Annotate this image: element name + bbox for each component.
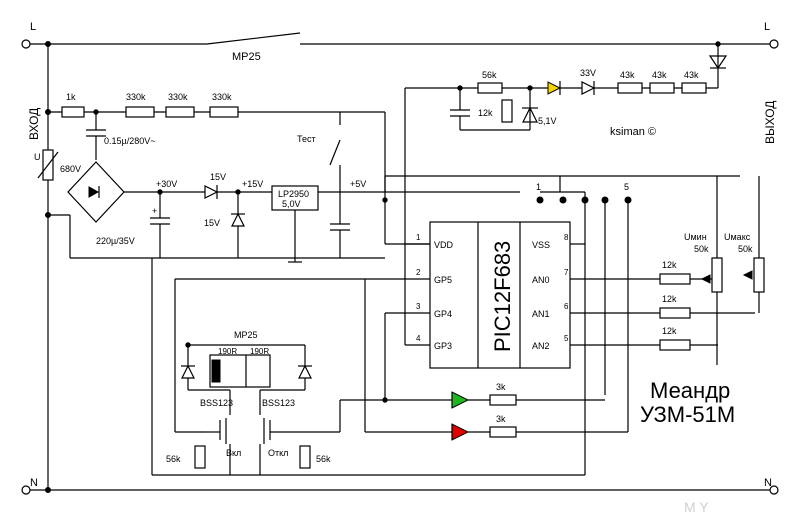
input-resistors — [61, 106, 239, 118]
title-line1: Меандр — [650, 378, 730, 403]
label-umax-val: 50k — [738, 244, 753, 254]
label-input-cap: 0.15µ/280V~ — [104, 136, 155, 146]
label-varistor-u: U — [34, 152, 41, 162]
label-v5: +5V — [350, 179, 366, 189]
mcu-left-pins — [365, 243, 430, 346]
label-test: Тест — [297, 134, 316, 144]
label-umax: Uмакс — [724, 232, 751, 242]
label-transistor2: BSS123 — [262, 398, 295, 408]
terminal-n-right — [769, 485, 779, 495]
label-r-43k-b: 43k — [652, 70, 667, 80]
pin-name-gp5: GP5 — [434, 275, 452, 285]
pin-num-8: 8 — [564, 233, 569, 242]
label-r-an2: 12k — [662, 326, 677, 336]
label-r-12k-top: 12k — [478, 108, 493, 118]
label-transistor1: BSS123 — [200, 398, 233, 408]
label-r-43k-c: 43k — [684, 70, 699, 80]
label-r-330k-3: 330k — [212, 92, 232, 102]
label-bulk-plus: + — [152, 206, 157, 216]
terminal-l-left — [21, 39, 31, 49]
watermark: M Y — [684, 499, 709, 515]
label-relay-mp25: MP25 — [234, 330, 258, 340]
label-zener-15v-bot: 15V — [204, 218, 220, 228]
label-r-an1: 12k — [662, 294, 677, 304]
pin-num-4: 4 — [416, 334, 421, 343]
bulk-capacitor — [150, 189, 170, 258]
jumper-label-1: 1 — [536, 182, 541, 192]
label-input: ВХОД — [27, 108, 41, 140]
label-zener-51: 5,1V — [538, 116, 557, 126]
relay-driver — [151, 258, 585, 476]
label-bulk-cap: 220µ/35V — [96, 236, 135, 246]
mcu-right-pins — [570, 243, 660, 346]
pin-num-7: 7 — [564, 268, 569, 277]
regulator-lp2950 — [271, 185, 520, 263]
led-yellow — [547, 81, 562, 95]
varistor — [37, 149, 59, 181]
pin-num-2: 2 — [416, 268, 421, 277]
label-output: ВЫХОД — [763, 101, 777, 144]
label-r-red: 3k — [496, 414, 506, 424]
input-capacitor — [86, 109, 106, 160]
pin-num-5: 5 — [564, 334, 569, 343]
bridge-rectifier — [48, 161, 385, 259]
label-n-left: N — [30, 477, 38, 489]
pin-name-gp4: GP4 — [434, 309, 452, 319]
label-r-43k-a: 43k — [620, 70, 635, 80]
pin-num-6: 6 — [564, 302, 569, 311]
terminal-l-right — [769, 39, 779, 49]
label-zener-33v: 33V — [580, 68, 596, 78]
pin-num-1: 1 — [416, 233, 421, 242]
pin-name-an2: AN2 — [532, 341, 550, 351]
mcu-name: PIC12F683 — [490, 241, 515, 352]
label-v30: +30V — [156, 179, 177, 189]
led-section — [440, 391, 628, 441]
label-relay-contact: MP25 — [232, 51, 261, 63]
led-green — [451, 391, 470, 409]
label-t2-func: Откл — [268, 448, 288, 458]
analog-section — [659, 176, 765, 365]
label-reg-val: 5,0V — [282, 199, 301, 209]
jumper-rail — [382, 175, 740, 475]
label-r-an0: 12k — [662, 260, 677, 270]
label-r-330k-2: 330k — [168, 92, 188, 102]
mcu-body — [429, 221, 571, 369]
label-coil1: 190R — [218, 347, 237, 356]
label-l-left: L — [30, 21, 36, 33]
top-chain — [404, 41, 728, 345]
label-varistor: 680V — [60, 164, 81, 174]
led-red — [451, 423, 470, 441]
pin-name-vss: VSS — [532, 240, 550, 250]
label-r-gate1: 56k — [166, 454, 181, 464]
label-r-1k: 1k — [66, 92, 76, 102]
label-zener-15v-top: 15V — [210, 172, 226, 182]
label-t1-func: Вкл — [226, 448, 241, 458]
supply-zeners — [204, 185, 272, 258]
pin-name-vdd: VDD — [434, 240, 454, 250]
label-r-330k-1: 330k — [126, 92, 146, 102]
title-line2: УЗМ-51М — [640, 402, 735, 427]
label-coil2: 190R — [250, 347, 269, 356]
pin-name-an0: AN0 — [532, 275, 550, 285]
label-r-56k-top: 56k — [482, 70, 497, 80]
label-n-right: N — [764, 477, 772, 489]
test-switch — [329, 112, 350, 258]
label-umin: Uмин — [684, 232, 707, 242]
pin-num-3: 3 — [416, 302, 421, 311]
label-l-right: L — [764, 21, 770, 33]
jumper-label-5: 5 — [624, 182, 629, 192]
terminals — [21, 39, 779, 495]
terminal-n-left — [21, 485, 31, 495]
label-r-gate2: 56k — [316, 454, 331, 464]
label-v15: +15V — [242, 179, 263, 189]
label-reg-name: LP2950 — [278, 189, 309, 199]
pin-name-gp3: GP3 — [434, 341, 452, 351]
label-author: ksiman © — [610, 126, 656, 138]
label-umin-val: 50k — [694, 244, 709, 254]
label-r-green: 3k — [496, 382, 506, 392]
pin-name-an1: AN1 — [532, 309, 550, 319]
